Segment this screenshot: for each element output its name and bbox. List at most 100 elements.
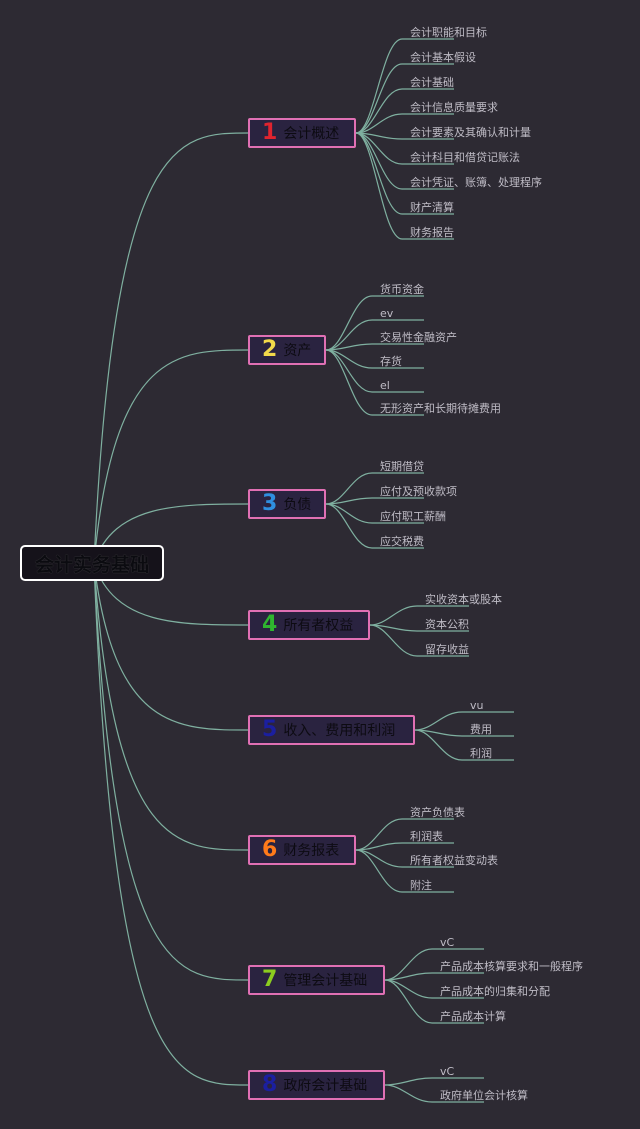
branch-leaf-link xyxy=(414,729,514,761)
leaf-item[interactable]: 政府单位会计核算 xyxy=(440,1089,528,1102)
leaf-item[interactable]: 会计基本假设 xyxy=(410,51,476,64)
leaf-item[interactable]: 利润 xyxy=(470,747,492,760)
branch-number-4: 4 xyxy=(262,612,278,637)
branch-leaf-link xyxy=(325,349,424,393)
leaf-item[interactable]: 留存收益 xyxy=(425,643,469,656)
leaf-item[interactable]: 短期借贷 xyxy=(380,460,424,473)
branch-leaf-link xyxy=(414,711,514,731)
root-branch-link xyxy=(93,349,249,564)
root-node[interactable]: 会计实务基础 xyxy=(20,545,164,581)
branch-leaf-link xyxy=(355,849,454,893)
leaf-item[interactable]: 会计要素及其确认和计量 xyxy=(410,126,531,139)
branch-leaf-link xyxy=(369,624,469,632)
branch-leaf-link xyxy=(355,88,454,134)
leaf-item[interactable]: 实收资本或股本 xyxy=(425,593,502,606)
leaf-item[interactable]: vu xyxy=(470,699,484,712)
branch-number-7: 7 xyxy=(262,967,278,992)
leaf-item[interactable]: 附注 xyxy=(410,879,432,892)
branch-label-3: 负债 xyxy=(283,497,312,513)
leaf-item[interactable]: 会计科目和借贷记账法 xyxy=(410,151,520,164)
leaf-item[interactable]: 产品成本计算 xyxy=(440,1010,506,1023)
root-branch-link xyxy=(93,562,249,1086)
branch-number-5: 5 xyxy=(262,717,278,742)
branch-node-5[interactable]: 5 收入、费用和利润 xyxy=(248,715,415,745)
branch-label-1: 会计概述 xyxy=(283,126,340,142)
branch-leaf-link xyxy=(325,497,424,505)
leaf-item[interactable]: vC xyxy=(440,936,455,949)
branch-leaf-link xyxy=(355,63,454,134)
leaf-item[interactable]: ev xyxy=(380,307,394,320)
root-branch-link xyxy=(93,562,249,626)
branch-leaf-link xyxy=(325,503,424,549)
leaf-item[interactable]: 财务报告 xyxy=(410,226,454,239)
branch-node-3[interactable]: 3 负债 xyxy=(248,489,326,519)
branch-label-6: 财务报表 xyxy=(283,843,340,859)
leaf-item[interactable]: 产品成本核算要求和一般程序 xyxy=(440,960,583,973)
leaf-item[interactable]: 财产清算 xyxy=(410,201,454,214)
branch-node-6[interactable]: 6 财务报表 xyxy=(248,835,356,865)
branch-node-2[interactable]: 2 资产 xyxy=(248,335,326,365)
branch-label-5: 收入、费用和利润 xyxy=(283,723,396,739)
leaf-item[interactable]: 会计信息质量要求 xyxy=(410,101,498,114)
branch-leaf-link xyxy=(384,1077,484,1086)
leaf-item[interactable]: 存货 xyxy=(380,355,402,368)
branch-leaf-link xyxy=(325,295,424,351)
branch-leaf-link xyxy=(325,472,424,505)
root-branch-link xyxy=(93,503,249,564)
leaf-item[interactable]: vC xyxy=(440,1065,455,1078)
leaf-item[interactable]: 资产负债表 xyxy=(410,806,465,819)
root-branch-link xyxy=(93,562,249,731)
branch-leaf-link xyxy=(355,113,454,134)
branch-leaf-link xyxy=(355,132,454,140)
root-branch-link xyxy=(93,132,249,564)
branch-label-7: 管理会计基础 xyxy=(283,973,368,989)
branch-leaf-link xyxy=(355,132,454,165)
leaf-item[interactable]: 会计基础 xyxy=(410,76,454,89)
branch-leaf-link xyxy=(369,605,469,626)
branch-node-8[interactable]: 8 政府会计基础 xyxy=(248,1070,385,1100)
branch-leaf-link xyxy=(355,842,454,851)
branch-number-8: 8 xyxy=(262,1072,278,1097)
branch-leaf-link xyxy=(325,343,424,351)
leaf-item[interactable]: 所有者权益变动表 xyxy=(410,854,498,867)
leaf-item[interactable]: 费用 xyxy=(470,723,492,736)
leaf-item[interactable]: 资本公积 xyxy=(425,618,469,631)
branch-leaf-link xyxy=(384,972,484,981)
branch-node-7[interactable]: 7 管理会计基础 xyxy=(248,965,385,995)
branch-leaf-link xyxy=(355,849,454,868)
branch-node-4[interactable]: 4 所有者权益 xyxy=(248,610,370,640)
root-branch-link xyxy=(93,562,249,981)
leaf-item[interactable]: 无形资产和长期待摊费用 xyxy=(380,402,501,415)
leaf-item[interactable]: el xyxy=(380,379,390,392)
branch-number-1: 1 xyxy=(262,120,278,145)
leaf-item[interactable]: 货币资金 xyxy=(380,283,424,296)
leaf-item[interactable]: 会计凭证、账簿、处理程序 xyxy=(410,176,542,189)
branch-leaf-link xyxy=(355,132,454,240)
leaf-item[interactable]: 应付及预收款项 xyxy=(380,485,457,498)
branch-number-2: 2 xyxy=(262,337,278,362)
branch-leaf-link xyxy=(355,38,454,134)
leaf-item[interactable]: 产品成本的归集和分配 xyxy=(440,985,550,998)
leaf-item[interactable]: 应交税费 xyxy=(380,535,424,548)
branch-leaf-link xyxy=(384,1084,484,1103)
leaf-item[interactable]: 利润表 xyxy=(410,830,443,843)
leaf-item[interactable]: 会计职能和目标 xyxy=(410,26,487,39)
root-branch-link xyxy=(93,562,249,851)
leaf-item[interactable]: 交易性金融资产 xyxy=(380,331,457,344)
branch-number-6: 6 xyxy=(262,837,278,862)
branch-label-4: 所有者权益 xyxy=(283,618,354,634)
branch-leaf-link xyxy=(414,729,514,737)
branch-label-8: 政府会计基础 xyxy=(283,1078,368,1094)
branch-node-1[interactable]: 1 会计概述 xyxy=(248,118,356,148)
branch-leaf-link xyxy=(369,624,469,657)
branch-number-3: 3 xyxy=(262,491,278,516)
branch-leaf-link xyxy=(325,349,424,416)
branch-leaf-link xyxy=(325,319,424,351)
branch-leaf-link xyxy=(384,948,484,981)
root-label: 会计实务基础 xyxy=(34,553,149,576)
leaf-item[interactable]: 应付职工薪酬 xyxy=(380,510,446,523)
branch-leaf-link xyxy=(355,818,454,851)
branch-label-2: 资产 xyxy=(283,343,312,359)
branch-leaf-link xyxy=(384,979,484,1024)
